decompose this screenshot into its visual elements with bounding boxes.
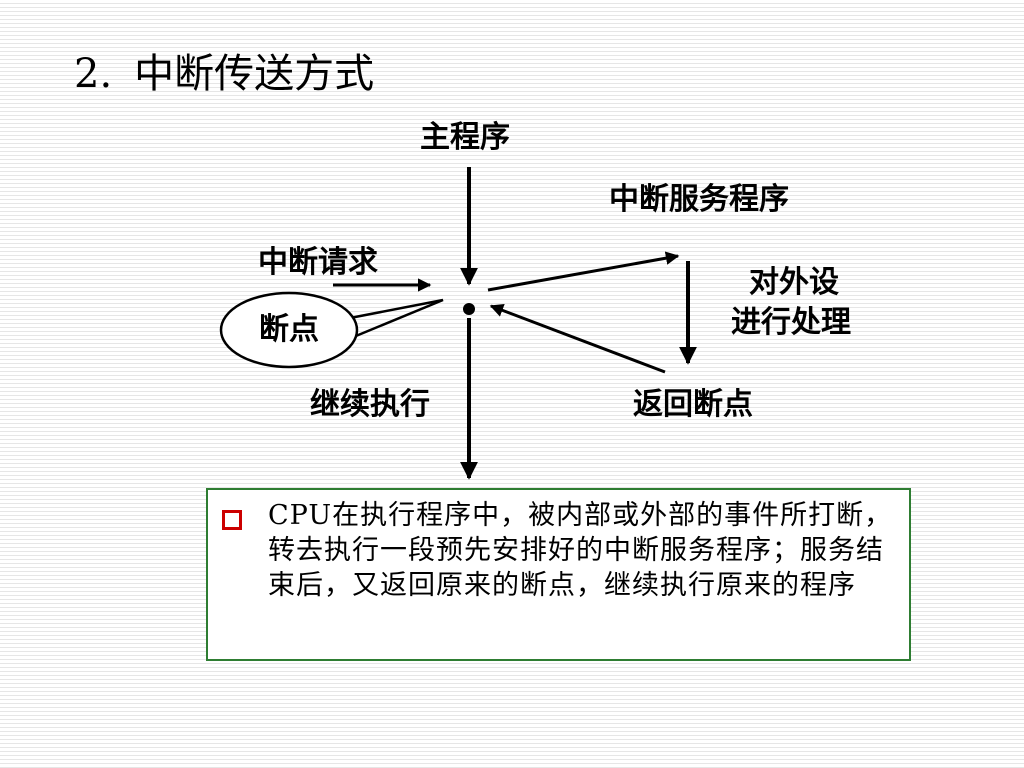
continue-exec-label: 继续执行 [310, 387, 430, 422]
device-process-line2: 进行处理 [731, 305, 851, 340]
return-arrow [489, 303, 666, 374]
breakpoint-dot [463, 303, 475, 315]
isr-label: 中断服务程序 [609, 182, 789, 217]
slide-title: 2. 中断传送方式 [74, 50, 374, 98]
description-text: CPU在执行程序中，被内部或外部的事件所打断，转去执行一段预先安排好的中断服务程… [268, 500, 893, 601]
to-isr-arrow [487, 251, 680, 292]
breakpoint-callout-ellipse [219, 291, 359, 369]
return-breakpoint-label: 返回断点 [633, 387, 753, 422]
breakpoint-label: 断点 [259, 312, 319, 347]
square-bullet-icon [222, 510, 242, 530]
breakpoint-callout [349, 298, 444, 340]
description-box: CPU在执行程序中，被内部或外部的事件所打断，转去执行一段预先安排好的中断服务程… [206, 488, 911, 661]
title-text: 中断传送方式 [134, 51, 375, 97]
interrupt-request-label: 中断请求 [258, 245, 378, 280]
title-number: 2. [74, 51, 113, 97]
main-program-label: 主程序 [420, 120, 510, 155]
device-process-line1: 对外设 [749, 265, 839, 300]
